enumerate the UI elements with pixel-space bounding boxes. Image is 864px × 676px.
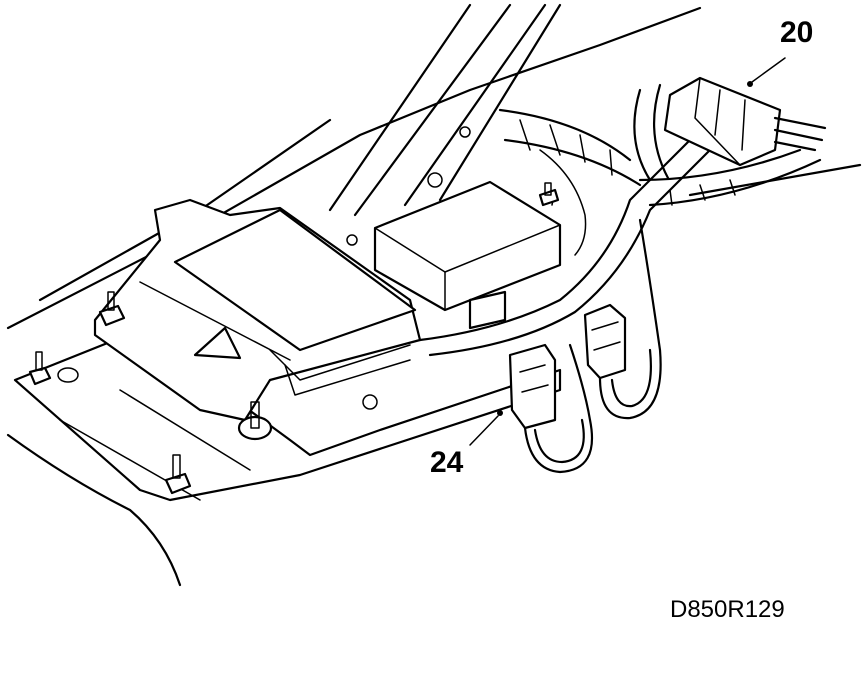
pillar-bracket	[328, 3, 562, 246]
airbag-control-module	[93, 198, 422, 422]
callout-label-24: 24	[430, 446, 464, 479]
connector-20	[633, 76, 827, 182]
bolt-icon	[164, 454, 192, 495]
drawing-reference-code: D850R129	[670, 596, 785, 623]
bolt-icon	[28, 351, 52, 386]
leader-line-20	[747, 57, 786, 87]
sensor-box	[373, 180, 562, 330]
mounting-bolts	[28, 182, 560, 495]
callout-label-20: 20	[780, 16, 814, 49]
body-panel-outline	[6, 6, 862, 587]
connector-24	[508, 218, 662, 474]
bolt-icon	[538, 182, 560, 207]
bolt-icon	[98, 291, 126, 327]
bolt-icon	[237, 401, 273, 441]
leader-line-24	[469, 410, 503, 446]
wiring-harness	[418, 108, 822, 357]
